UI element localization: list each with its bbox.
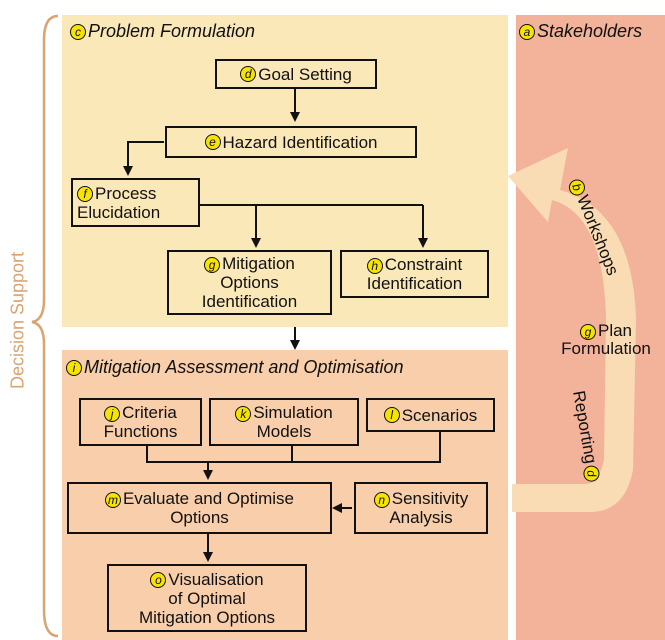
plan-formulation-line2: Formulation bbox=[561, 339, 651, 358]
badge-n: n bbox=[373, 491, 390, 508]
stakeholders-title-text: Stakeholders bbox=[537, 21, 643, 41]
process-elucidation-line2: Elucidation bbox=[77, 202, 161, 222]
badge-a: a bbox=[519, 24, 535, 41]
mitigation-options-line2: Options bbox=[220, 273, 279, 292]
mitigation-assessment-title-text: Mitigation Assessment and Optimisation bbox=[84, 357, 404, 377]
mitigation-options-line1: Mitigation bbox=[222, 254, 295, 273]
badge-k: k bbox=[235, 405, 252, 422]
badge-reporting: d bbox=[582, 464, 602, 483]
brace-path bbox=[31, 14, 59, 638]
cycle-arrow-shape bbox=[508, 148, 636, 512]
badge-d: d bbox=[240, 66, 257, 82]
badge-j: j bbox=[104, 405, 121, 422]
visualisation-line1: Visualisation bbox=[168, 569, 264, 589]
constraint-identification-line1: Constraint bbox=[384, 255, 463, 274]
sensitivity-analysis-line2: Analysis bbox=[389, 508, 453, 527]
evaluate-optimise-line1: Evaluate and Optimise bbox=[122, 489, 295, 508]
mitigation-options-line3: Identification bbox=[201, 292, 298, 311]
problem-formulation-panel bbox=[62, 15, 508, 327]
badge-h: h bbox=[366, 257, 383, 274]
badge-c: c bbox=[70, 24, 86, 41]
badge-l: l bbox=[383, 407, 400, 423]
badge-o: o bbox=[150, 572, 167, 589]
badge-plan: g bbox=[579, 323, 596, 340]
evaluate-optimise-line2: Options bbox=[170, 508, 229, 527]
simulation-models-line2: Models bbox=[256, 422, 312, 441]
criteria-functions-line1: Criteria bbox=[122, 403, 177, 422]
plan-formulation-line1: Plan bbox=[597, 321, 633, 340]
badge-i: i bbox=[66, 360, 82, 377]
constraint-identification-line2: Identification bbox=[366, 274, 463, 293]
scenarios-label: Scenarios bbox=[401, 405, 478, 425]
criteria-functions-line2: Functions bbox=[103, 422, 178, 441]
badge-g: g bbox=[204, 256, 221, 273]
visualisation-line3: Mitigation Options bbox=[138, 607, 276, 627]
process-elucidation-line1: Process bbox=[95, 183, 157, 203]
badge-f: f bbox=[77, 186, 93, 203]
badge-e: e bbox=[204, 134, 221, 150]
problem-formulation-title-text: Problem Formulation bbox=[88, 21, 256, 41]
hazard-identification-label: Hazard Identification bbox=[222, 132, 378, 152]
line-inputs-join bbox=[146, 432, 441, 463]
badge-m: m bbox=[104, 491, 121, 508]
visualisation-line2: of Optimal bbox=[168, 588, 246, 608]
sensitivity-analysis-line1: Sensitivity bbox=[391, 489, 469, 508]
arrow-hazard-process bbox=[123, 141, 164, 176]
simulation-models-line1: Simulation bbox=[253, 403, 333, 422]
goal-setting-label: Goal Setting bbox=[258, 64, 352, 84]
